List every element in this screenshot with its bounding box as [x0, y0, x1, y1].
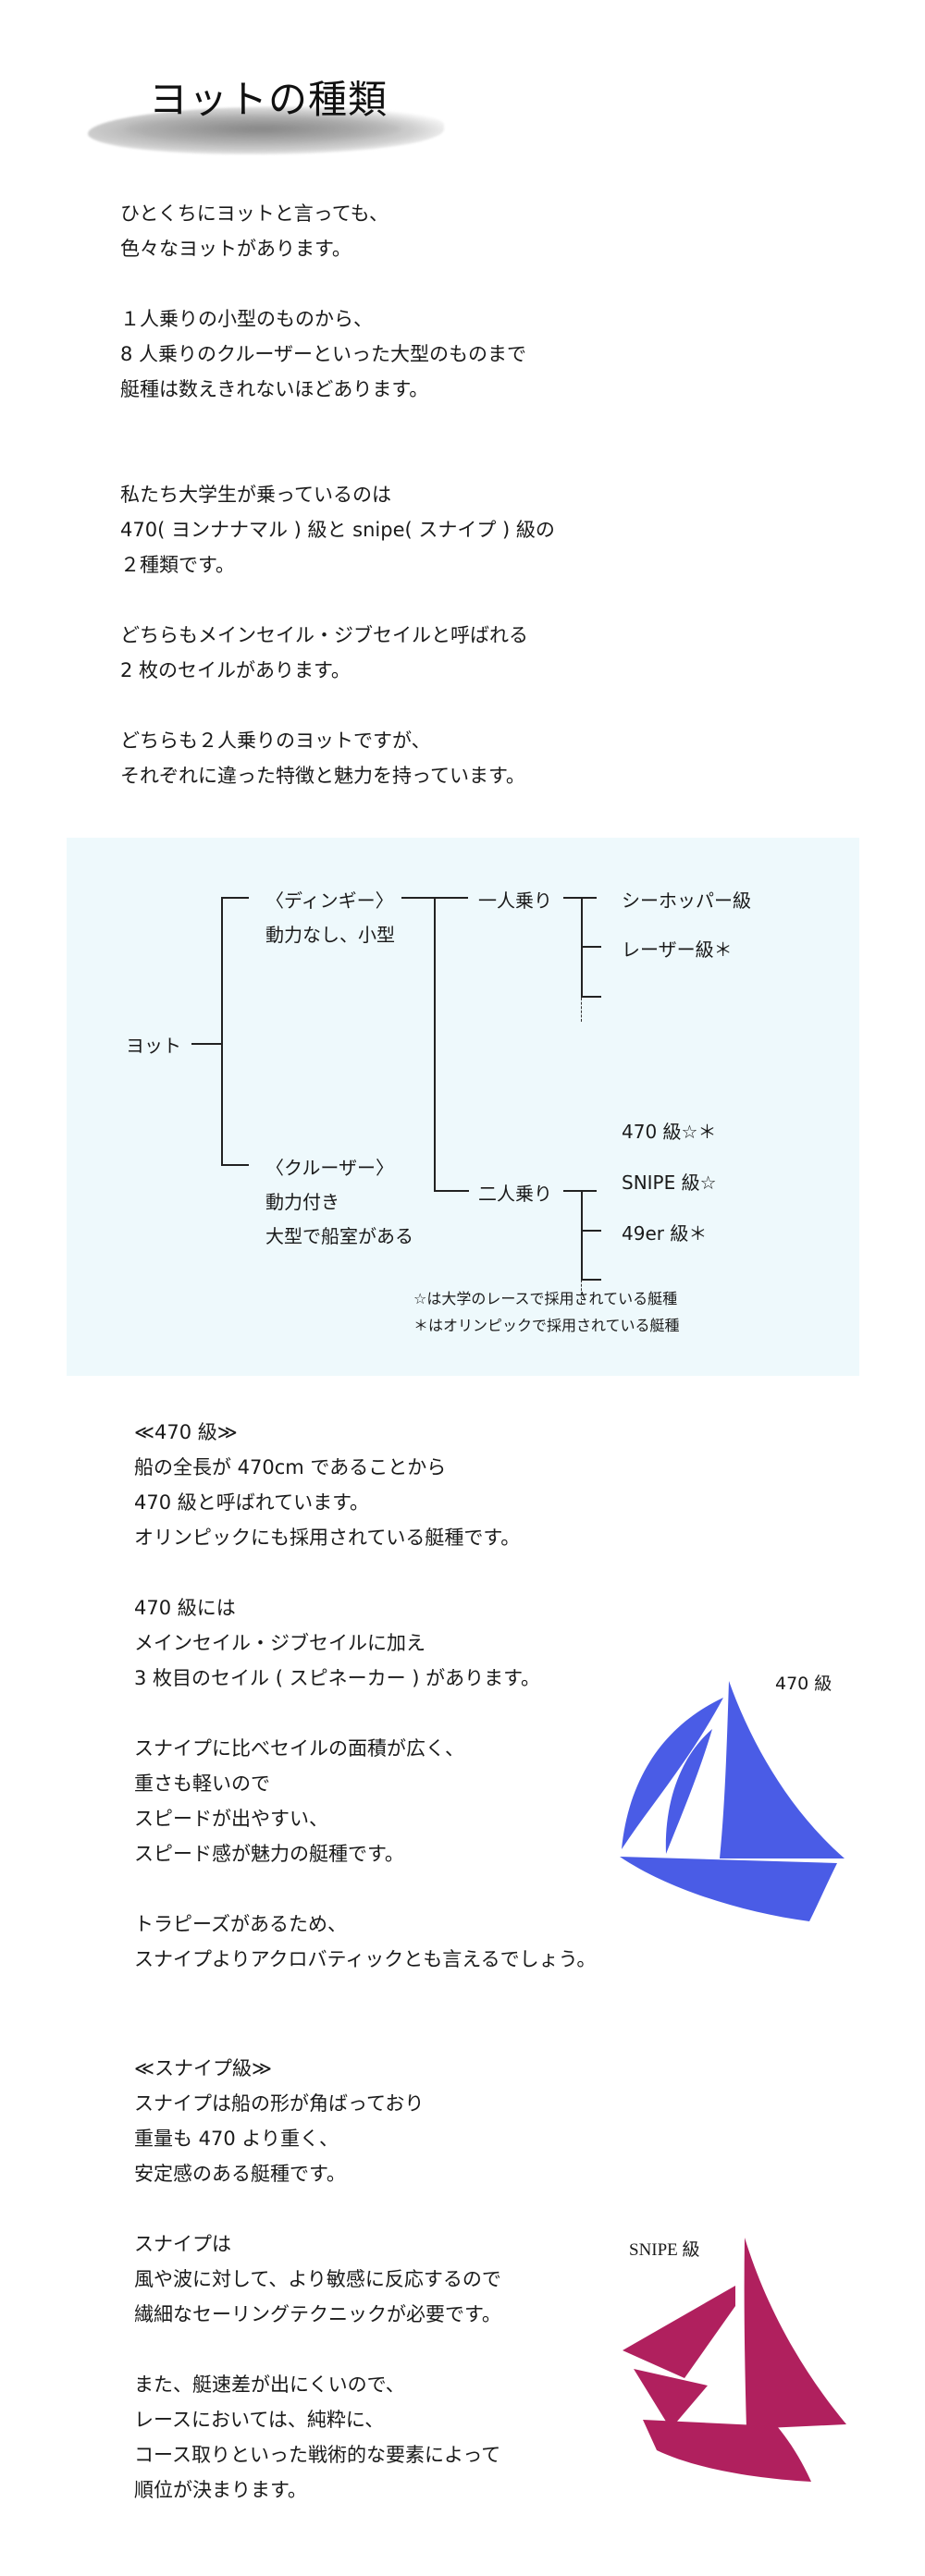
page-title: ヨットの種類: [149, 77, 388, 122]
boat-snipe-illustration: [623, 2238, 846, 2482]
intro-line: 2 枚のセイルがあります。: [120, 659, 351, 681]
section-snipe-line: コース取りといった戦術的な要素によって: [134, 2444, 501, 2466]
section-470-line: 470 級と呼ばれています。: [134, 1491, 370, 1514]
root-connector: [191, 1043, 221, 1045]
section-snipe-line: 安定感のある艇種です。: [134, 2163, 346, 2185]
legend-note-star: ☆は大学のレースで採用されている艇種: [413, 1290, 678, 1307]
intro-line: [120, 442, 555, 477]
section-snipe-line: 風や波に対して、より敏感に反応するので: [134, 2268, 501, 2290]
double-seater-label: 二人乗り: [478, 1183, 552, 1205]
section-470-line: 船の全長が 470cm であることから: [134, 1456, 447, 1478]
section-snipe-line: 順位が決まります。: [134, 2479, 307, 2501]
intro-line: １人乗りの小型のものから、: [120, 308, 373, 330]
section-470-line: 470 級には: [134, 1597, 236, 1619]
double-branch-line: [563, 1190, 597, 1192]
section-snipe-line: レースにおいては、純粋に、: [134, 2409, 385, 2431]
intro-line: 私たち大学生が乗っているのは: [120, 484, 391, 506]
diagram-root-label: ヨット: [126, 1035, 181, 1057]
dinghy-connector: [221, 897, 249, 899]
cruiser-title: 〈クルーザー〉: [265, 1157, 394, 1179]
snipe-connector: [581, 1230, 601, 1232]
intro-line: 8 人乗りのクルーザーといった大型のものまで: [120, 343, 526, 365]
section-470-line: [134, 1871, 596, 1907]
intro-line: [120, 688, 555, 723]
section-470-line: 重さも軽いので: [134, 1773, 270, 1795]
boat-snipe-label: SNIPE 級: [629, 2240, 700, 2260]
intro-line: [120, 583, 555, 618]
legend-note-asterisk: ＊はオリンピックで採用されている艇種: [413, 1317, 680, 1334]
intro-line: ひとくちにヨットと言っても、: [120, 202, 389, 225]
single-seater-label: 一人乗り: [478, 889, 552, 912]
section-snipe-line: スナイプは船の形が角ばっており: [134, 2092, 425, 2115]
single-continuation-dash: [581, 998, 582, 1022]
section-470-line: オリンピックにも採用されている艇種です。: [134, 1527, 521, 1549]
intro-line: どちらも２人乗りのヨットですが、: [120, 730, 431, 752]
class-470: 470 級☆＊: [622, 1121, 717, 1143]
brush-stroke-shadow: [125, 115, 402, 142]
intro-line: ２種類です。: [120, 554, 235, 576]
boat-470-illustration: [620, 1681, 845, 1921]
single-more-connector: [581, 996, 601, 998]
class-laser: レーザー級＊: [622, 938, 733, 961]
section-snipe-line: 重量も 470 より重く、: [134, 2128, 339, 2150]
double-connector: [434, 1190, 469, 1192]
class-49er: 49er 級＊: [622, 1222, 708, 1245]
title-block: ヨットの種類: [88, 55, 449, 157]
section-snipe-line: [134, 2191, 501, 2226]
intro-line: 艇種は数えきれないほどあります。: [120, 378, 429, 400]
root-vertical-line: [221, 897, 223, 1165]
single-branch-line: [563, 897, 597, 899]
section-470-line: 3 枚目のセイル ( スピネーカー ) があります。: [134, 1667, 541, 1689]
section-470-line: スピード感が魅力の艇種です。: [134, 1843, 404, 1865]
class-snipe: SNIPE 級☆: [622, 1171, 717, 1194]
intro-line: どちらもメインセイル・ジブセイルと呼ばれる: [120, 624, 528, 646]
section-470-line: スナイプに比べセイルの面積が広く、: [134, 1737, 464, 1760]
section-470-text: ≪470 級≫ 船の全長が 470cm であることから 470 級と呼ばれています。…: [134, 1415, 596, 1977]
intro-text: ひとくちにヨットと言っても、色々なヨットがあります。 １人乗りの小型のものから、 8…: [120, 196, 555, 793]
section-snipe-line: ≪スナイプ級≫: [134, 2057, 272, 2079]
intro-line: 470( ヨンナナマル ) 級と snipe( スナイプ ) 級の: [120, 519, 555, 541]
boat-470-label: 470 級: [775, 1674, 832, 1694]
yacht-classification-diagram: ヨット 〈ディンギー〉 動力なし、小型 〈クルーザー〉 動力付き 大型で船室があ…: [67, 838, 859, 1376]
class-seahopper: シーホッパー級: [622, 889, 751, 912]
cruiser-connector: [221, 1164, 249, 1166]
section-470-line: メインセイル・ジブセイルに加え: [134, 1632, 426, 1654]
double-vertical-line: [581, 1190, 583, 1279]
dinghy-vertical-line: [434, 897, 436, 1191]
section-470-line: [134, 1696, 596, 1731]
section-470-line: ≪470 級≫: [134, 1421, 238, 1443]
section-snipe-line: 繊細なセーリングテクニックが必要です。: [134, 2303, 501, 2325]
section-470-line: [134, 1555, 596, 1590]
dinghy-description: 動力なし、小型: [265, 924, 395, 946]
double-continuation-dash: [581, 1280, 582, 1304]
intro-line: それぞれに違った特徴と魅力を持っています。: [120, 765, 525, 787]
section-snipe-line: また、艇速差が出にくいので、: [134, 2374, 405, 2396]
cruiser-description-2: 大型で船室がある: [265, 1225, 413, 1247]
cruiser-description-1: 動力付き: [265, 1191, 339, 1213]
section-snipe-text: ≪スナイプ級≫ スナイプは船の形が角ばっており重量も 470 より重く、安定感のあ…: [134, 2051, 501, 2508]
section-470-line: スピードが出やすい、: [134, 1808, 328, 1830]
dinghy-title: 〈ディンギー〉: [265, 889, 394, 912]
intro-line: [120, 407, 555, 442]
section-snipe-line: スナイプは: [134, 2233, 231, 2255]
section-470-line: トラピーズがあるため、: [134, 1913, 347, 1935]
intro-line: 色々なヨットがあります。: [120, 238, 352, 260]
laser-connector: [581, 946, 601, 948]
section-snipe-line: [134, 2332, 501, 2367]
intro-line: [120, 266, 555, 301]
section-470-line: スナイプよりアクロバティックとも言えるでしょう。: [134, 1948, 597, 1970]
49er-connector: [581, 1279, 601, 1281]
